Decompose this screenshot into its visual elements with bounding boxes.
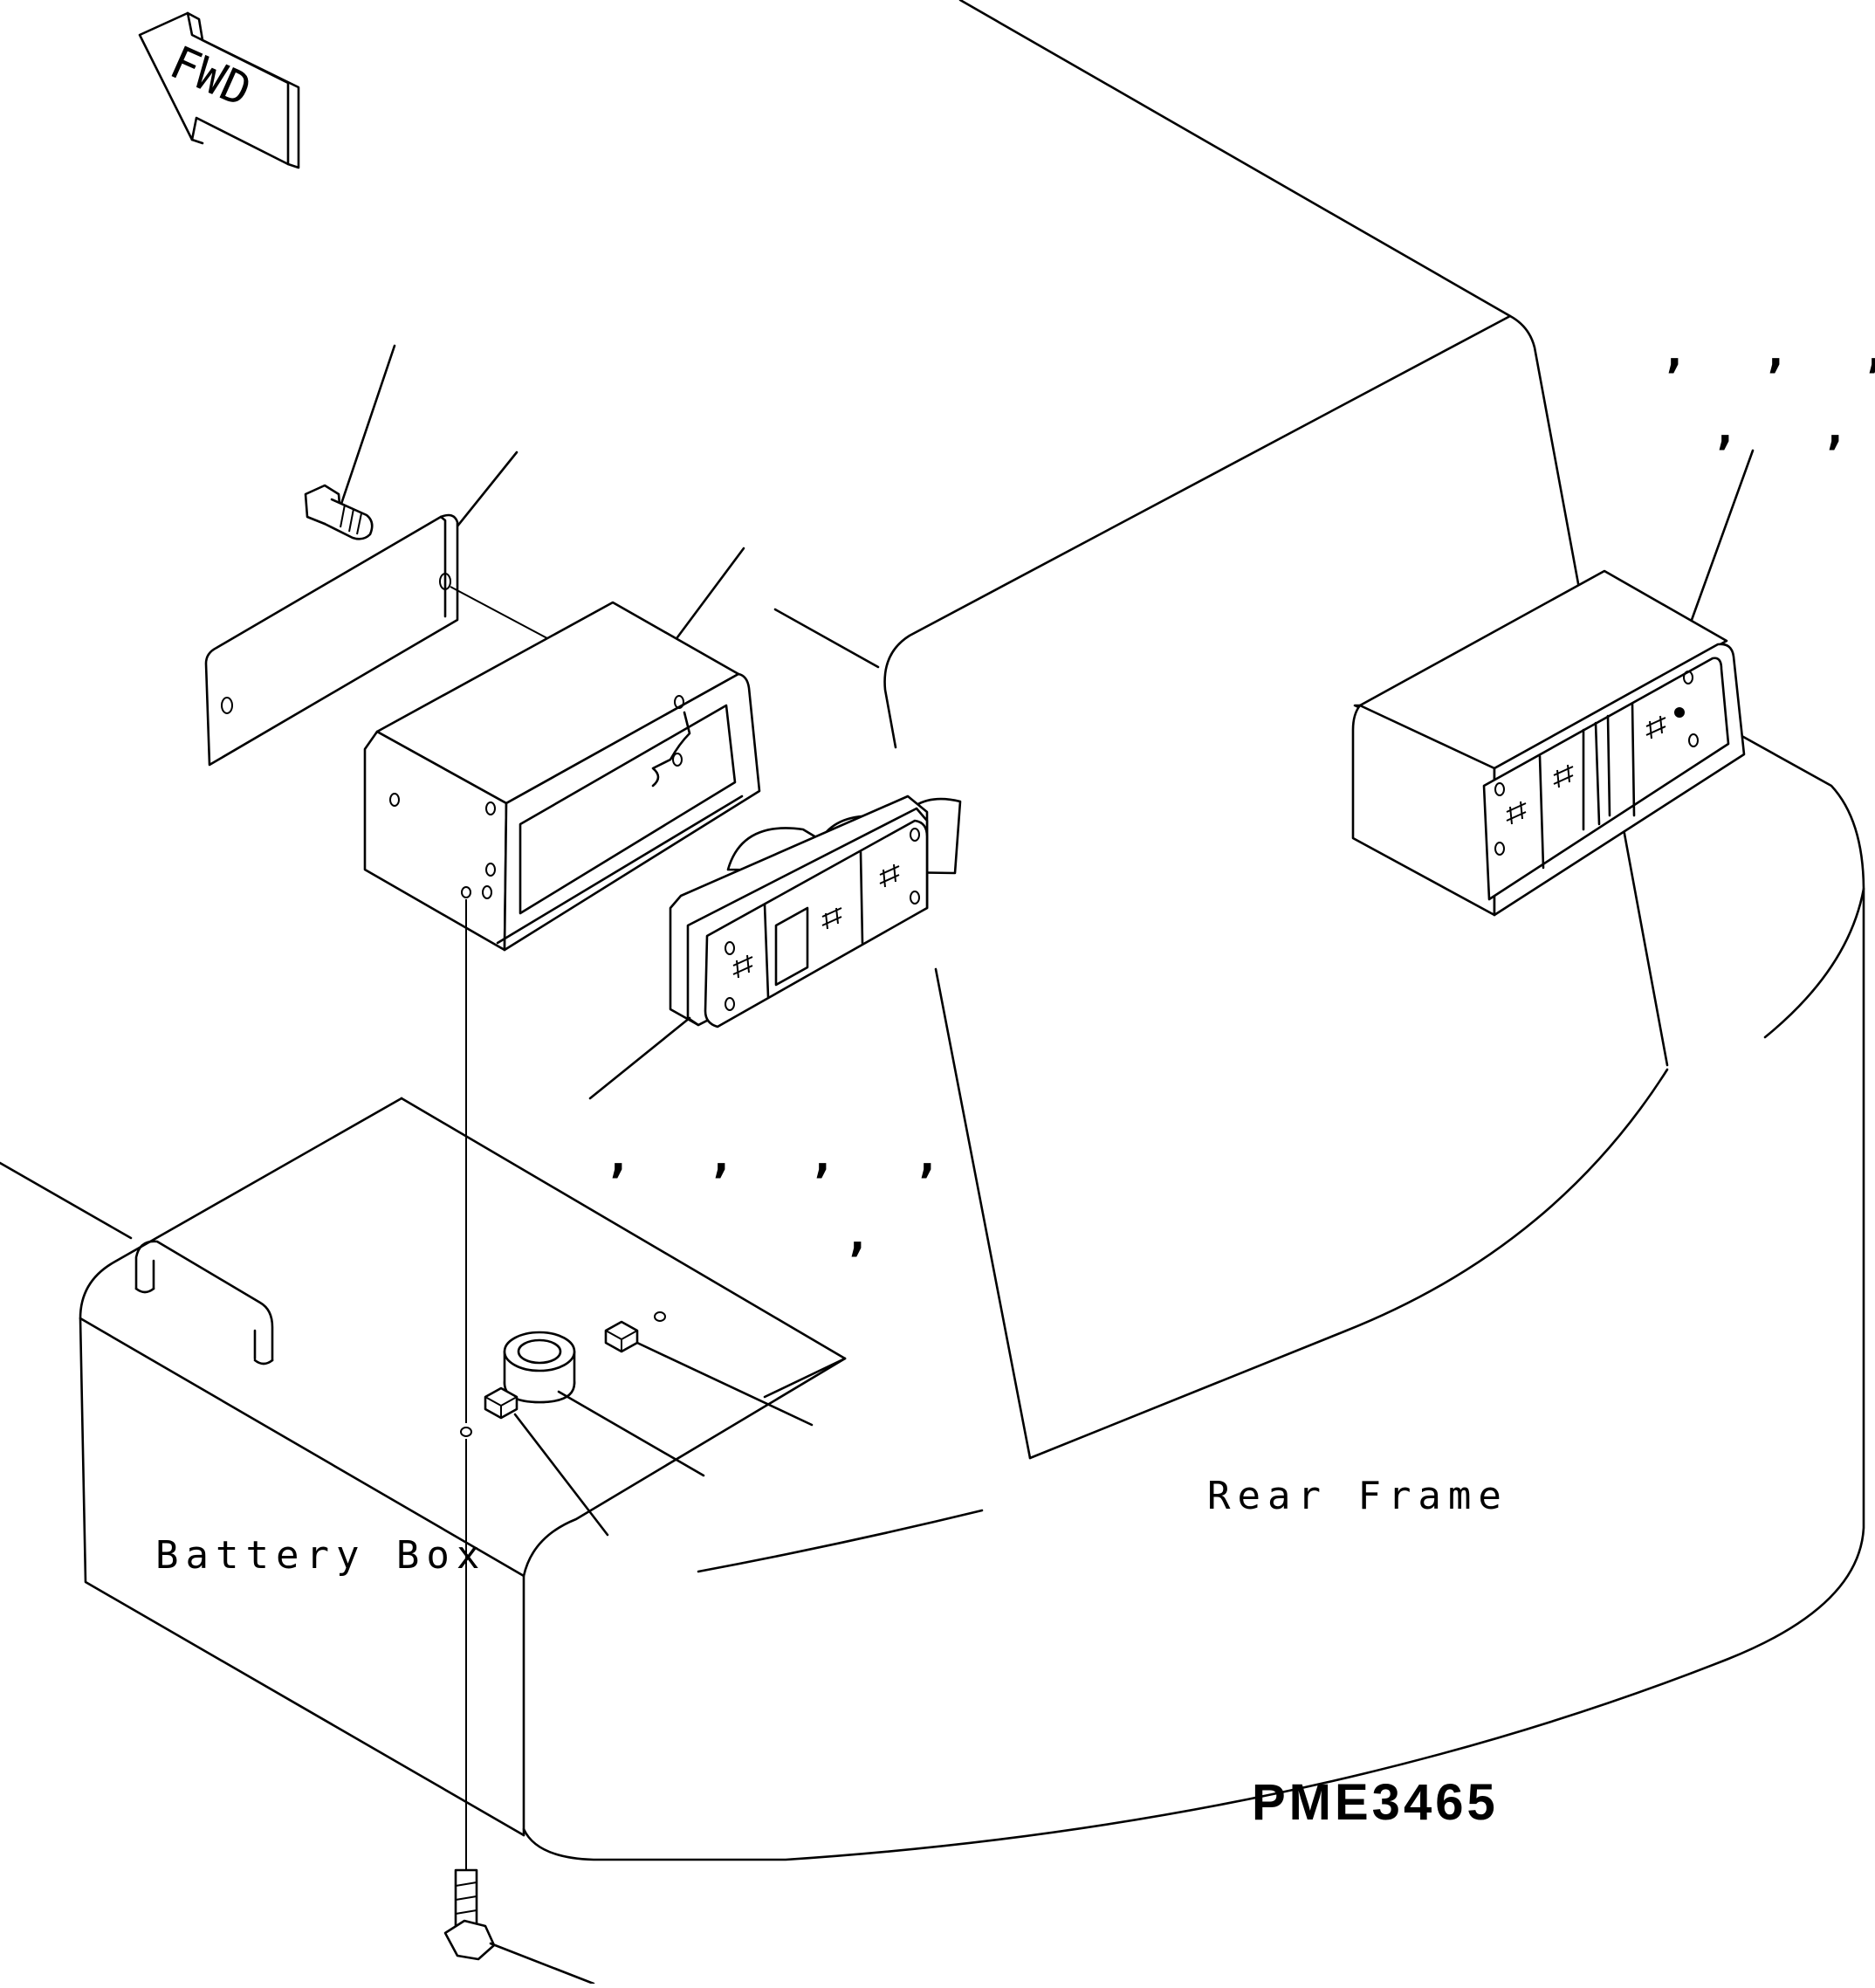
figure-code: PME3465 <box>1252 1774 1499 1831</box>
callout-mark: , <box>1821 400 1850 455</box>
callout-mark: , <box>1861 323 1875 378</box>
callout-mark: , <box>1762 323 1790 378</box>
clip-upper <box>604 1311 814 1427</box>
callout-mark: , <box>1660 323 1689 378</box>
callout-mark: , <box>604 1128 633 1183</box>
callout-marks-center: , , , , , <box>604 1128 942 1262</box>
callout-mark: , <box>707 1128 736 1183</box>
callout-mark: , <box>913 1128 942 1183</box>
bolt-lower <box>443 886 595 1985</box>
rear-combination-lamp-left <box>588 795 962 1100</box>
callout-mark: , <box>808 1128 837 1183</box>
bolt-upper <box>304 344 396 540</box>
rear-combination-lamp-right <box>1351 449 1755 917</box>
battery-box-label: Battery Box <box>155 1533 486 1578</box>
rear-frame: Rear Frame <box>0 0 1865 1861</box>
callout-marks-right: , , , , , <box>1660 323 1875 455</box>
lamp-housing-left <box>363 547 761 952</box>
rear-frame-label: Rear Frame <box>1207 1474 1508 1518</box>
battery-box: Battery Box <box>79 1097 847 1837</box>
callout-mark: , <box>843 1207 872 1262</box>
forward-arrow-icon: FWD <box>138 11 300 169</box>
clip-lower <box>484 1386 609 1537</box>
grommet <box>503 1331 705 1477</box>
callout-mark: , <box>1711 400 1740 455</box>
